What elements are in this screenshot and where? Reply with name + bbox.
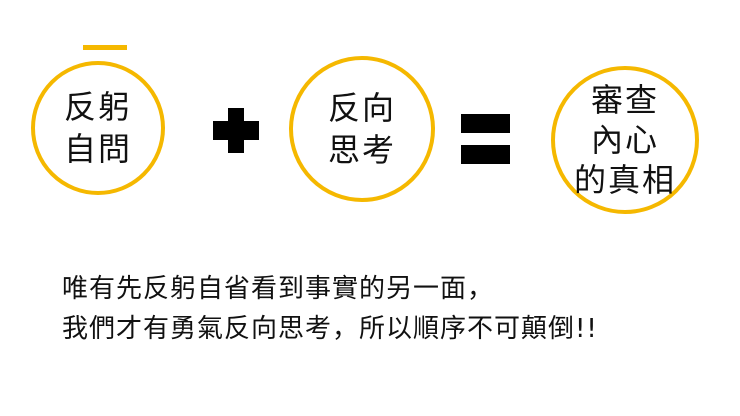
circle-text-line: 的真相 [573,161,676,199]
circle-text-line: 思考 [327,131,396,169]
caption-line-1: 唯有先反躬自省看到事實的另一面， [62,274,495,304]
circle-text-line: 反躬 [63,88,132,126]
caption-line-2: 我們才有勇氣反向思考，所以順序不可顛倒!! [62,314,598,344]
circle-reflect-self-question: 反躬 自問 [31,61,165,195]
circle-text-line: 自問 [63,130,132,168]
circle-inner-truth: 審查 內心 的真相 [551,66,699,214]
circle-text-line: 審查 [590,81,659,119]
circle-reverse-thinking: 反向 思考 [289,56,435,202]
circle-text-line: 反向 [327,89,396,127]
circle-text-line: 內心 [590,121,659,159]
circle-tab-decoration [83,45,127,50]
